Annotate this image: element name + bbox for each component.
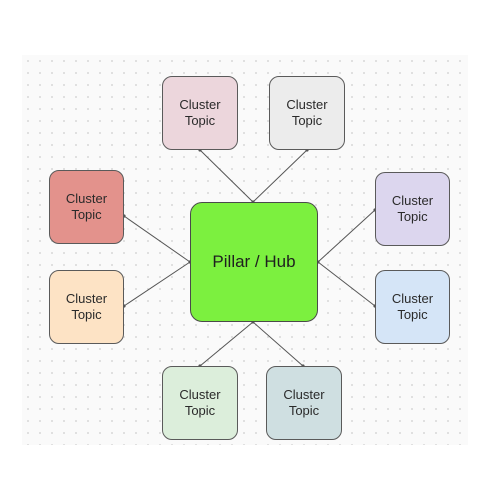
cluster-topic-node[interactable]: Cluster Topic <box>49 170 124 244</box>
connector-top-left <box>198 148 255 204</box>
connector-bottom-left <box>198 320 255 368</box>
cluster-topic-node[interactable]: Cluster Topic <box>162 366 238 440</box>
connector-left-lower <box>122 261 191 308</box>
cluster-topic-node[interactable]: Cluster Topic <box>49 270 124 344</box>
cluster-topic-node[interactable]: Cluster Topic <box>269 76 345 150</box>
connector-left-upper <box>122 214 192 264</box>
connector-right-lower <box>317 261 377 308</box>
connector-bottom-right <box>252 321 305 368</box>
cluster-topic-node[interactable]: Cluster Topic <box>162 76 238 150</box>
connector-top-right <box>252 148 309 203</box>
cluster-topic-node[interactable]: Cluster Topic <box>375 172 450 246</box>
connector-right-upper <box>316 208 377 264</box>
cluster-topic-node[interactable]: Cluster Topic <box>375 270 450 344</box>
pillar-hub-node[interactable]: Pillar / Hub <box>190 202 318 322</box>
cluster-topic-node[interactable]: Cluster Topic <box>266 366 342 440</box>
